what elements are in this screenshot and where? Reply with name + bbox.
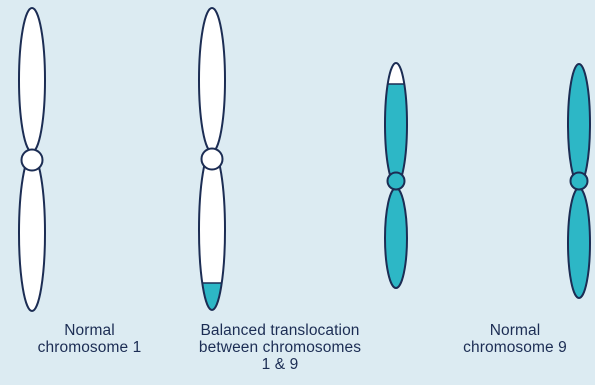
chromosome-9-lower-arm <box>568 188 590 298</box>
chromosome-9-derivative-lower-arm <box>385 188 407 288</box>
chromosome-1-upper-arm <box>19 8 45 152</box>
chromosome-1-derivative-centromere <box>202 149 223 170</box>
chromosome-1-translocated <box>195 8 229 313</box>
caption-line: Normal <box>440 322 590 339</box>
chromosome-1-normal <box>19 8 45 311</box>
caption-normal-chromosome-1: Normal chromosome 1 <box>17 322 162 356</box>
chromosome-1-centromere <box>22 150 43 171</box>
chromosome-1-derivative-upper-arm <box>199 8 225 152</box>
translocated-chromosome-9-segment <box>195 283 229 313</box>
chromosome-9-upper-arm <box>568 64 590 184</box>
caption-line: Normal <box>17 322 162 339</box>
caption-line: chromosome 9 <box>440 339 590 356</box>
caption-line: chromosome 1 <box>17 339 162 356</box>
caption-line: Balanced translocation <box>185 322 375 339</box>
caption-line: 1 & 9 <box>185 356 375 373</box>
chromosome-9-normal <box>568 64 590 298</box>
caption-balanced-translocation: Balanced translocation between chromosom… <box>185 322 375 373</box>
chromosome-9-translocated <box>383 60 409 288</box>
caption-line: between chromosomes <box>185 339 375 356</box>
chromosome-9-derivative-centromere <box>388 173 405 190</box>
chromosome-9-centromere <box>571 173 588 190</box>
caption-normal-chromosome-9: Normal chromosome 9 <box>440 322 590 356</box>
chromosome-1-lower-arm <box>19 155 45 311</box>
